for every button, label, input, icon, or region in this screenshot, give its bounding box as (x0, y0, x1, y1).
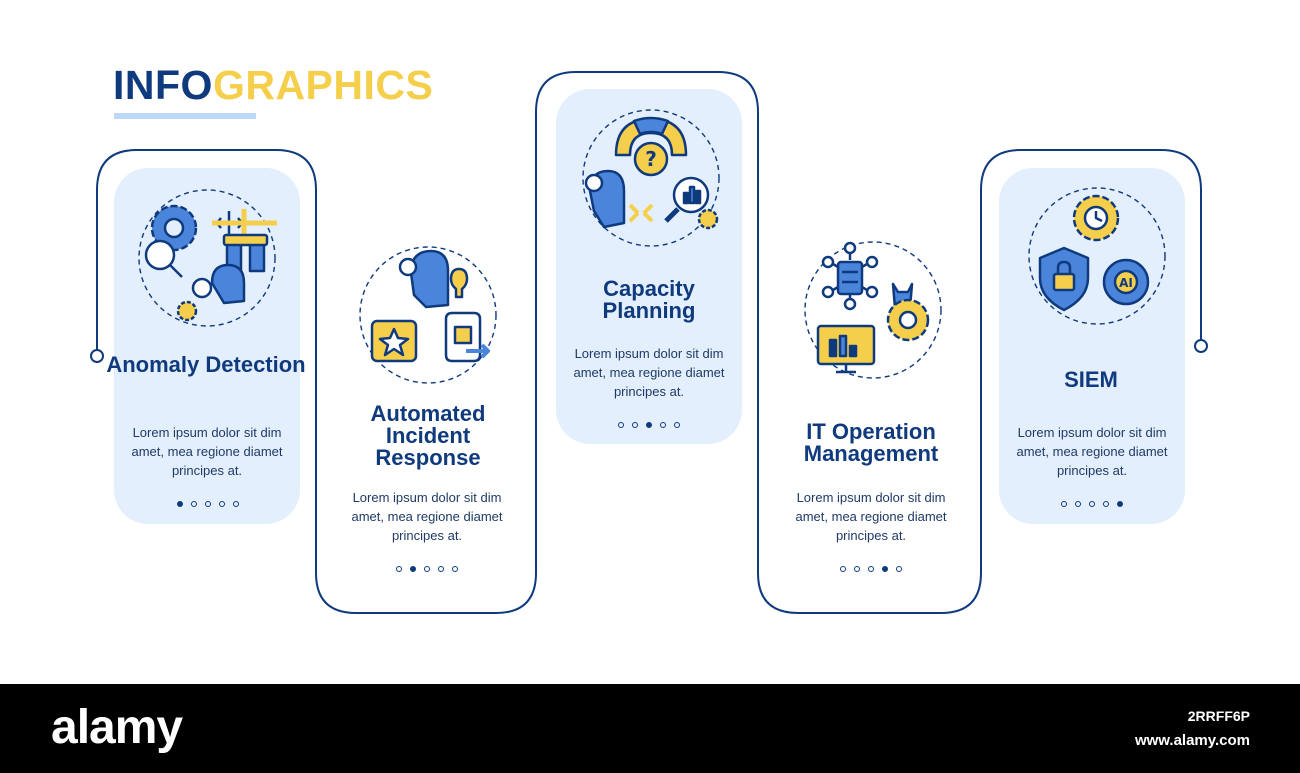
siem-icon: AI (1028, 187, 1166, 325)
body-automated-incident-response: Lorem ipsum dolor sit dim amet, mea regi… (351, 490, 503, 543)
progress-dot (233, 501, 239, 507)
progress-dot (1089, 501, 1095, 507)
heading-capacity-planning: Capacity Planning (602, 276, 696, 323)
body-siem: Lorem ipsum dolor sit dim amet, mea regi… (1016, 425, 1168, 478)
heading-siem: SIEM (1064, 367, 1118, 392)
progress-dot-active (646, 422, 652, 428)
progress-dot (660, 422, 666, 428)
heading-anomaly-detection: Anomaly Detection (106, 352, 306, 377)
progress-dots-3 (609, 422, 689, 428)
anomaly-detection-icon (138, 189, 277, 327)
body-anomaly-detection: Lorem ipsum dolor sit dim amet, mea regi… (131, 425, 283, 478)
progress-dot (219, 501, 225, 507)
progress-dot (632, 422, 638, 428)
svg-text:?: ? (645, 147, 657, 171)
progress-dot (840, 566, 846, 572)
progress-dots-5 (1052, 501, 1132, 507)
footer-bar (0, 684, 1300, 773)
capacity-planning-icon: ? (582, 109, 720, 247)
brand-logo: alamy (51, 701, 183, 754)
title-underline (114, 113, 256, 119)
progress-dot-active (177, 501, 183, 507)
progress-dots-2 (387, 566, 467, 572)
progress-dot (438, 566, 444, 572)
progress-dots-4 (831, 566, 911, 572)
progress-dot (1103, 501, 1109, 507)
progress-dot (396, 566, 402, 572)
progress-dot-active (1117, 501, 1123, 507)
progress-dot-active (882, 566, 888, 572)
heading-automated-incident-response: Automated Incident Response (370, 401, 486, 470)
start-node (90, 349, 104, 363)
progress-dots-1 (168, 501, 248, 507)
infographic-title: INFOGRAPHICS (113, 62, 433, 109)
automated-incident-response-icon (359, 246, 497, 384)
end-node (1194, 339, 1208, 353)
body-it-operation-management: Lorem ipsum dolor sit dim amet, mea regi… (795, 490, 947, 543)
site-url: www.alamy.com (1134, 732, 1250, 749)
card-anomaly-detection (114, 168, 300, 524)
svg-text:AI: AI (1119, 276, 1133, 290)
progress-dot (868, 566, 874, 572)
progress-dot (896, 566, 902, 572)
heading-it-operation-management: IT Operation Management (803, 419, 939, 466)
progress-dot (205, 501, 211, 507)
progress-dot (618, 422, 624, 428)
image-id: 2RRFF6P (1187, 708, 1250, 724)
progress-dot (452, 566, 458, 572)
progress-dot (424, 566, 430, 572)
progress-dot (674, 422, 680, 428)
title-part-graphics: GRAPHICS (212, 62, 434, 108)
connector-frame (90, 71, 1208, 614)
progress-dot (1061, 501, 1067, 507)
it-operation-management-icon (804, 241, 942, 379)
progress-dot (854, 566, 860, 572)
progress-dot (191, 501, 197, 507)
progress-dot-active (410, 566, 416, 572)
body-capacity-planning: Lorem ipsum dolor sit dim amet, mea regi… (573, 346, 725, 399)
progress-dot (1075, 501, 1081, 507)
title-part-info: INFO (113, 62, 213, 108)
